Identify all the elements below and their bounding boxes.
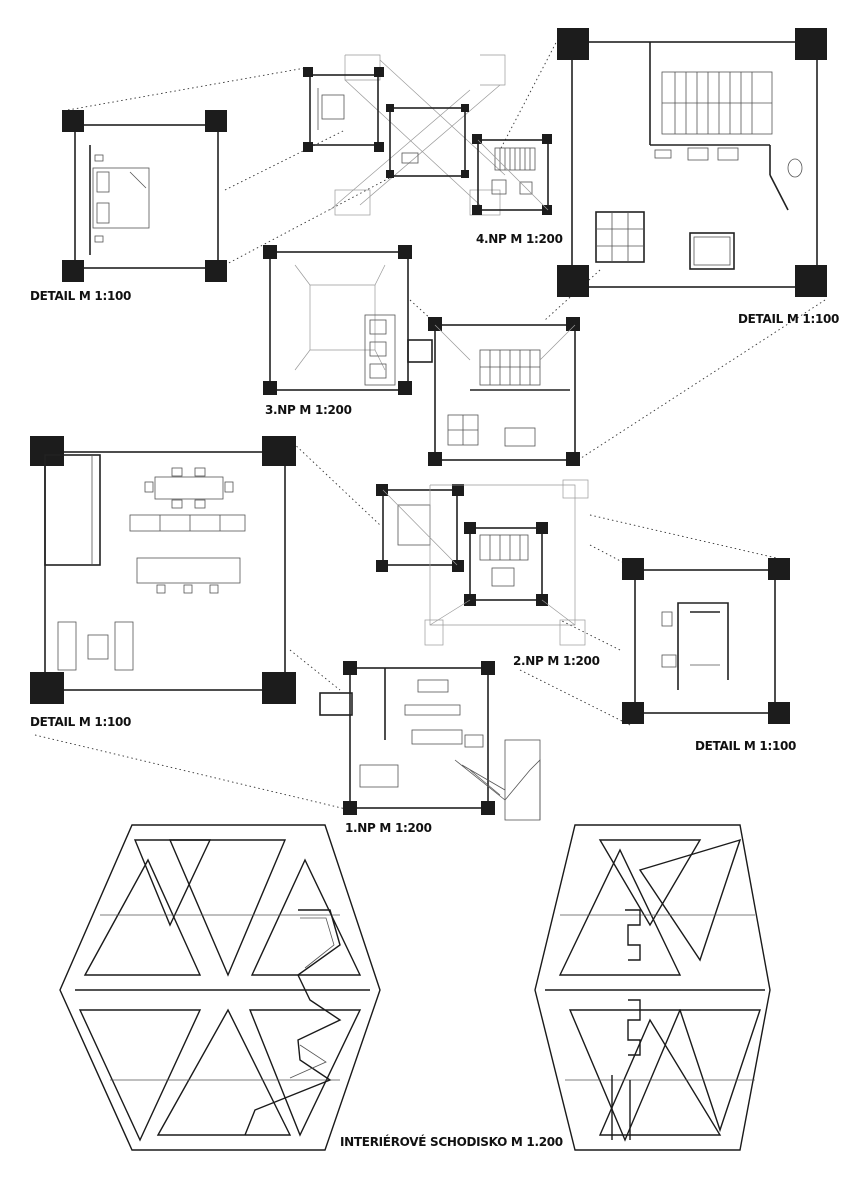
leader-lines xyxy=(34,34,826,811)
label-detail-living: DETAIL M 1:100 xyxy=(30,715,131,729)
floor-plan-2np xyxy=(376,479,589,646)
label-1np: 1.NP M 1:200 xyxy=(345,821,432,835)
label-2np: 2.NP M 1:200 xyxy=(513,654,600,668)
label-detail-core: DETAIL M 1:100 xyxy=(738,312,839,326)
stair-treads xyxy=(674,72,753,134)
label-detail-bath: DETAIL M 1:100 xyxy=(695,739,796,753)
floor-plan-4np xyxy=(303,54,552,216)
label-3np: 3.NP M 1:200 xyxy=(265,403,352,417)
label-detail-bedroom: DETAIL M 1:100 xyxy=(30,289,131,303)
labels: DETAIL M 1:100 4.NP M 1:200 DETAIL M 1:1… xyxy=(30,232,839,1149)
detail-bath-plan xyxy=(622,558,790,724)
label-4np: 4.NP M 1:200 xyxy=(476,232,563,246)
detail-core-plan xyxy=(557,28,827,297)
interior-stair-axonometric-right xyxy=(534,824,771,1151)
floor-plan-1np xyxy=(319,661,541,821)
interior-stair-axonometric-left xyxy=(59,824,381,1151)
detail-bedroom-plan xyxy=(62,110,227,282)
floor-plan-3np xyxy=(263,245,580,466)
label-interior-stair: INTERIÉROVÉ SCHODISKO M 1.200 xyxy=(340,1134,563,1149)
stair-treads-3np xyxy=(489,350,531,385)
detail-living-plan xyxy=(30,436,296,704)
